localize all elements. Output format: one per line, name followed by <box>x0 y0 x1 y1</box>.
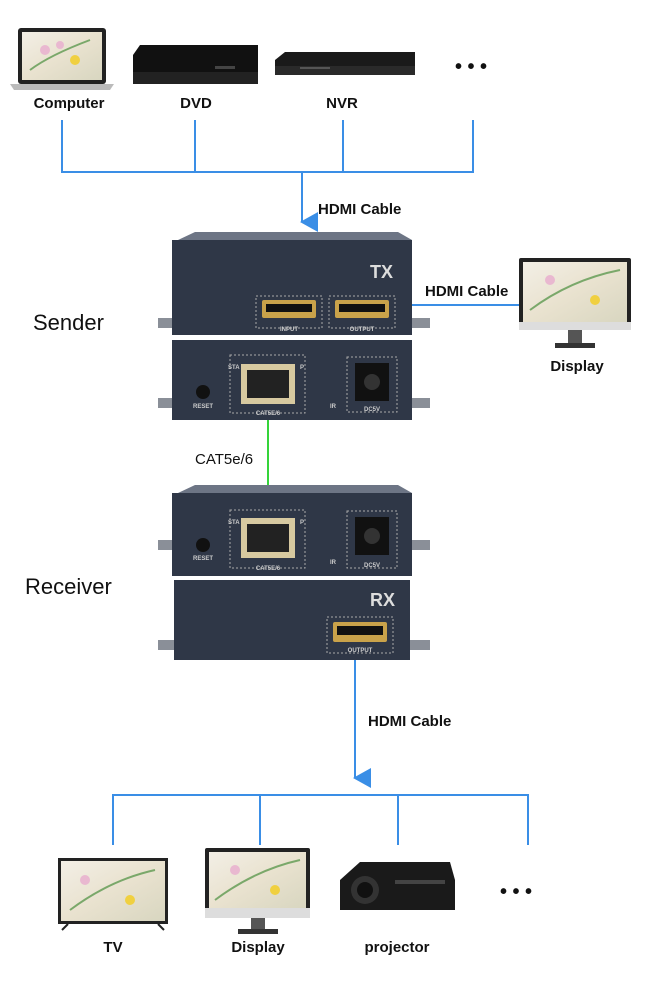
reset-label: RESET <box>193 556 213 562</box>
ir-label: IR <box>330 404 337 410</box>
source-label-computer: Computer <box>33 95 105 112</box>
tv-icon <box>58 858 168 931</box>
receiver-device: RESET STA P CAT5E/6 IR DC5V RX OUTPUT <box>158 485 430 660</box>
power-label: DC5V <box>364 407 380 413</box>
lan-port-label: CAT5E/6 <box>256 411 281 417</box>
rx-badge: RX <box>370 590 395 610</box>
p-label: P <box>300 520 304 526</box>
sta-label: STA <box>228 365 240 371</box>
ir-label: IR <box>330 560 337 566</box>
projector-icon <box>340 862 455 910</box>
output-port-label: OUTPUT <box>350 327 375 333</box>
input-port-label: INPUT <box>280 327 298 333</box>
p-label: P <box>300 365 304 371</box>
tx-badge: TX <box>370 262 393 282</box>
laptop-icon <box>10 28 114 90</box>
dvd-player-icon <box>133 45 258 84</box>
more-sources-ellipsis: • • • <box>454 56 488 78</box>
power-label: DC5V <box>364 563 380 569</box>
source-label-dvd: DVD <box>180 95 212 112</box>
source-label-nvr: NVR <box>326 95 358 112</box>
nvr-icon <box>275 52 415 75</box>
receiver-label: Receiver <box>25 574 112 599</box>
output-port-label: OUTPUT <box>348 648 373 654</box>
reset-label: RESET <box>193 404 213 410</box>
sink-label-tv: TV <box>103 939 123 956</box>
monitor-icon <box>519 258 631 348</box>
output-bus-lines <box>112 660 529 845</box>
output-cable-label: HDMI Cable <box>368 713 452 730</box>
sink-label-projector: projector <box>364 939 430 956</box>
cat-cable-label: CAT5e/6 <box>195 451 254 468</box>
lan-port-label: CAT5E/6 <box>256 566 281 572</box>
sink-label-display: Display <box>231 939 285 956</box>
input-bus-lines <box>61 120 474 232</box>
local-display-label: Display <box>550 358 604 375</box>
input-cable-label: HDMI Cable <box>318 201 402 218</box>
sta-label: STA <box>228 520 240 526</box>
more-sinks-ellipsis: • • • <box>499 881 533 903</box>
display-icon <box>205 848 310 934</box>
sender-label: Sender <box>33 310 104 335</box>
loop-out-cable-label: HDMI Cable <box>425 283 509 300</box>
sender-device: TX INPUT OUTPUT RESET STA P CAT5E/6 IR D… <box>158 232 430 420</box>
